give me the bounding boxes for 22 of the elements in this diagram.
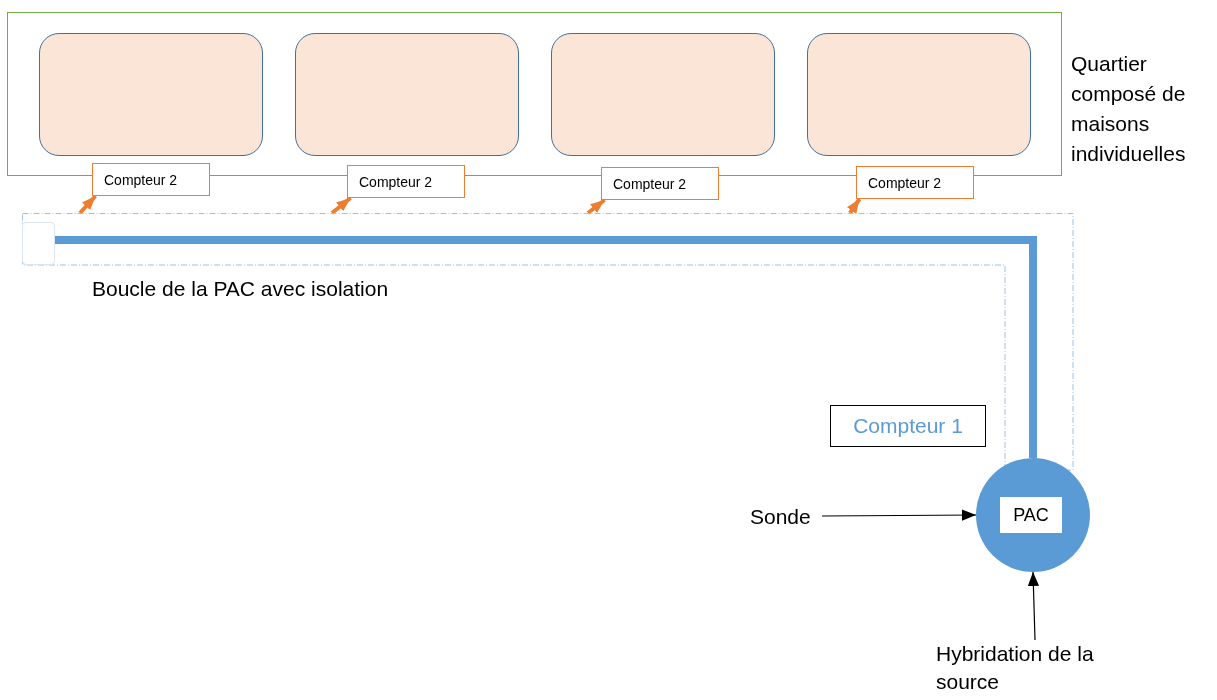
pipe — [55, 236, 1037, 458]
arrow — [1027, 571, 1039, 641]
arrow — [330, 196, 352, 215]
district-label: Quartier composé de maisons individuelles — [1071, 51, 1187, 167]
pac-label-box: PAC — [1000, 497, 1062, 533]
pipe-loop-label: Boucle de la PAC avec isolation — [92, 277, 389, 301]
meter-box: Compteur 1 — [830, 405, 986, 447]
meter-box: Compteur 2 — [92, 163, 210, 196]
arrow — [847, 197, 862, 215]
house-box — [807, 33, 1031, 156]
end-cap-box — [22, 222, 55, 265]
arrow — [78, 194, 97, 215]
meter-box: Compteur 2 — [601, 167, 719, 200]
house-box — [295, 33, 519, 156]
meter-box: Compteur 2 — [856, 166, 974, 199]
arrow — [586, 198, 606, 215]
house-box — [39, 33, 263, 156]
source-label: Hybridation de la source — [936, 640, 1136, 700]
arrow — [821, 509, 977, 521]
probe-label: Sonde — [750, 503, 822, 529]
house-box — [551, 33, 775, 156]
meter-box: Compteur 2 — [347, 165, 465, 198]
